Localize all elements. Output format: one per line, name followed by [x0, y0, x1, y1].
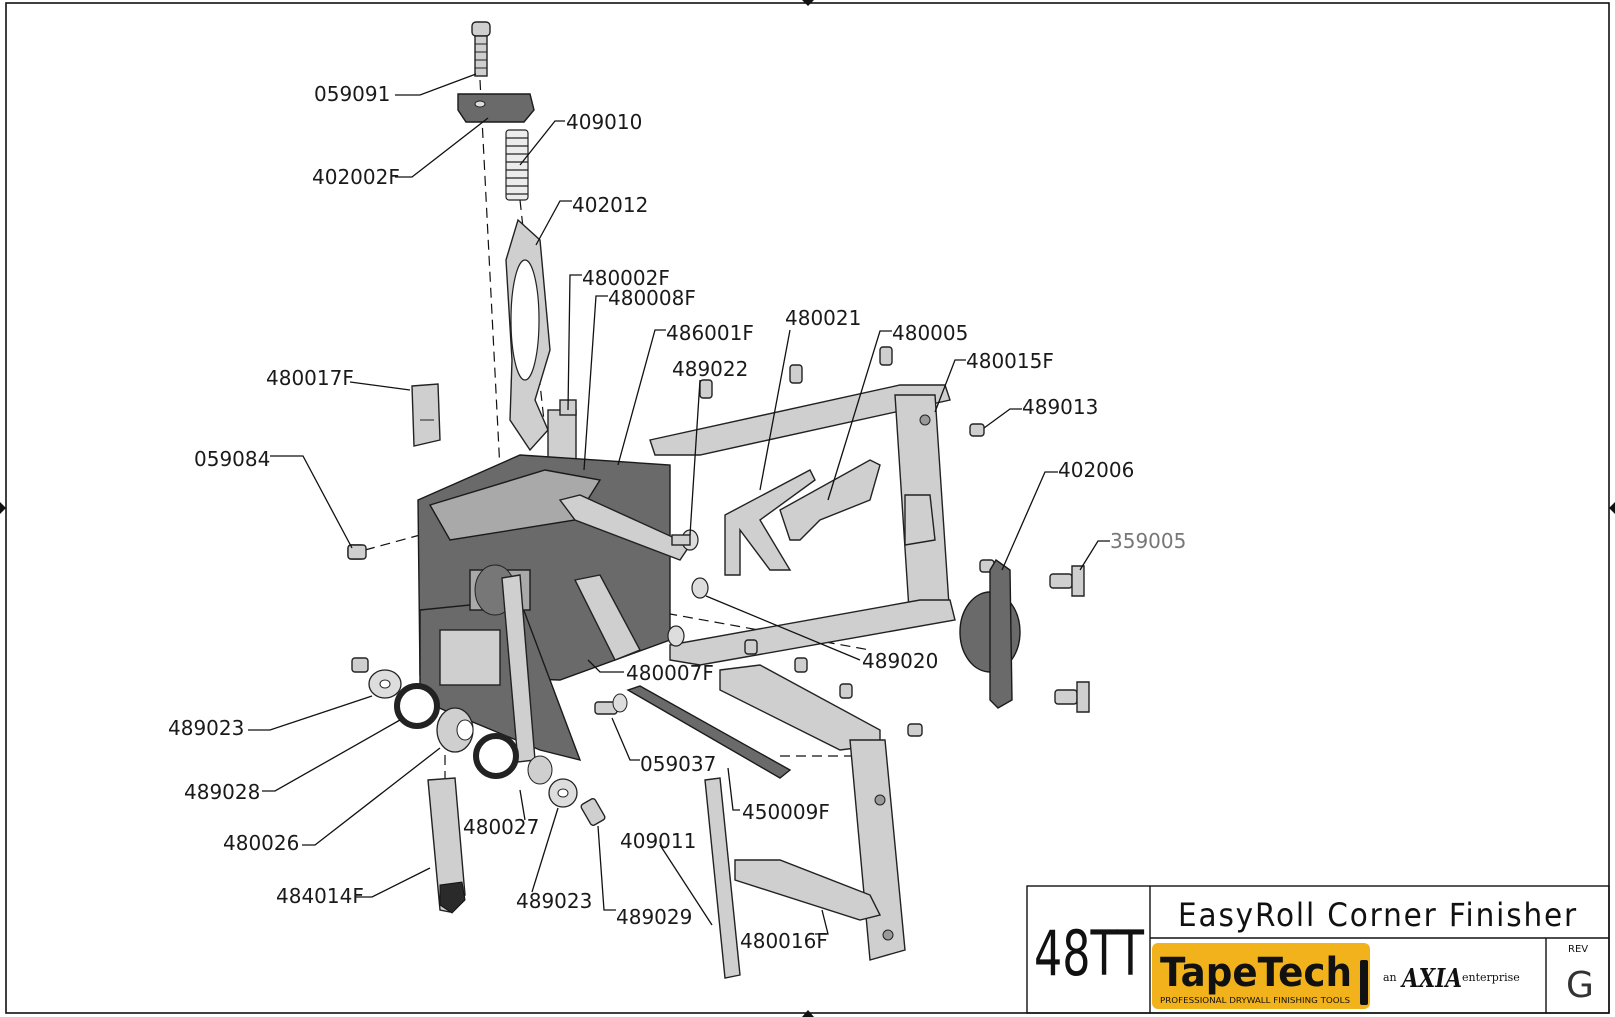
part-number-label: 402006: [1058, 458, 1134, 482]
part-number-label: 059091: [314, 82, 390, 106]
callout-059084: 059084: [194, 447, 353, 549]
part-number-label: 480027: [463, 815, 539, 839]
tapetech-logo: TapeTech PROFESSIONAL DRYWALL FINISHING …: [1152, 943, 1370, 1009]
knob-402006: [959, 558, 1021, 709]
callout-359005: 359005: [1079, 529, 1186, 571]
company-prefix: an: [1383, 971, 1397, 984]
part-number-label: 484014F: [276, 884, 364, 908]
callout-480002F: 480002F: [567, 266, 670, 411]
callout-059091: 059091: [314, 73, 477, 106]
callout-059037: 059037: [611, 717, 716, 776]
callout-480021: 480021: [759, 306, 861, 491]
callout-480005: 480005: [827, 321, 968, 501]
thumb-screws-359005: [1049, 565, 1090, 713]
callout-489023-right: 489023: [516, 807, 592, 913]
part-number-label: 480017F: [266, 366, 354, 390]
part-number-label: 450009F: [742, 800, 830, 824]
callout-489022: 489022: [672, 357, 748, 536]
part-number-label: 480008F: [608, 286, 696, 310]
part-number-label: 480016F: [740, 929, 828, 953]
part-number-label: 480002F: [582, 266, 670, 290]
callout-450009F: 450009F: [727, 767, 830, 824]
part-number-label: 486001F: [666, 321, 754, 345]
callout-486001F: 486001F: [617, 321, 754, 466]
callout-480007F: 480007F: [587, 659, 714, 685]
screw-059091: [471, 21, 491, 77]
frame-480015F: [649, 384, 956, 666]
callout-489023-left: 489023: [168, 695, 373, 740]
part-number-label: 409010: [566, 110, 642, 134]
title-block: 48TT EasyRoll Corner Finisher TapeTech P…: [1026, 885, 1610, 1014]
callout-489029: 489029: [597, 825, 692, 929]
callout-489020: 489020: [705, 595, 938, 673]
rev-label: REV: [1568, 944, 1588, 955]
callout-402002F: 402002F: [312, 117, 489, 189]
callout-480026: 480026: [223, 747, 441, 855]
part-number-label: 489013: [1022, 395, 1098, 419]
company-suffix: enterprise: [1462, 971, 1520, 984]
brand-tagline: PROFESSIONAL DRYWALL FINISHING TOOLS: [1160, 996, 1350, 1005]
part-number-label: 489028: [184, 780, 260, 804]
callout-484014F: 484014F: [276, 867, 431, 908]
spring-409010: [505, 129, 529, 201]
rev-value: G: [1566, 965, 1594, 1006]
part-number-label: 480007F: [626, 661, 714, 685]
exploded-assembly-drawing: [347, 21, 1090, 979]
frame-marker-right: [1609, 502, 1615, 514]
roller-stack: [368, 669, 606, 826]
part-number-label: 480021: [785, 306, 861, 330]
screws-489020: [667, 529, 709, 647]
part-number-label: 480026: [223, 831, 299, 855]
part-number-label: 059037: [640, 752, 716, 776]
part-number-label: 480015F: [966, 349, 1054, 373]
model-number: 48TT: [1034, 917, 1145, 990]
part-number-label: 402012: [572, 193, 648, 217]
part-number-label: 359005: [1110, 529, 1186, 553]
company-name: AXIA: [1400, 964, 1462, 994]
brand-name: TapeTech: [1160, 950, 1352, 996]
callouts: 059091 409010 402002F 402012 480002F 480…: [168, 73, 1186, 953]
callout-480015F: 480015F: [934, 349, 1054, 413]
callout-480008F: 480008F: [583, 286, 696, 471]
part-number-label: 489020: [862, 649, 938, 673]
callout-489028: 489028: [184, 719, 401, 804]
part-number-label: 480005: [892, 321, 968, 345]
frame-marker-left: [0, 502, 6, 514]
callout-402006: 402006: [1001, 458, 1134, 571]
callout-402012: 402012: [535, 193, 648, 246]
frame-480016F: [719, 664, 906, 961]
part-number-label: 402002F: [312, 165, 400, 189]
callout-480016F: 480016F: [740, 909, 829, 953]
callout-409010: 409010: [519, 110, 642, 166]
callout-409011: 409011: [620, 829, 713, 926]
axia-enterprise-logo: an AXIA enterprise: [1383, 964, 1520, 994]
drawing-title: EasyRoll Corner Finisher: [1178, 896, 1578, 934]
part-number-label: 059084: [194, 447, 270, 471]
part-number-label: 489022: [672, 357, 748, 381]
frame-marker-top: [802, 0, 814, 6]
part-number-label: 489029: [616, 905, 692, 929]
callout-480027: 480027: [463, 789, 539, 839]
part-number-label: 489023: [516, 889, 592, 913]
frame-marker-bottom: [802, 1010, 814, 1017]
callout-489013: 489013: [983, 395, 1098, 429]
part-number-label: 489023: [168, 716, 244, 740]
handle-484014F: [427, 777, 466, 914]
part-number-label: 409011: [620, 829, 696, 853]
screw-059037: [594, 693, 628, 715]
callout-480017F: 480017F: [266, 366, 411, 391]
